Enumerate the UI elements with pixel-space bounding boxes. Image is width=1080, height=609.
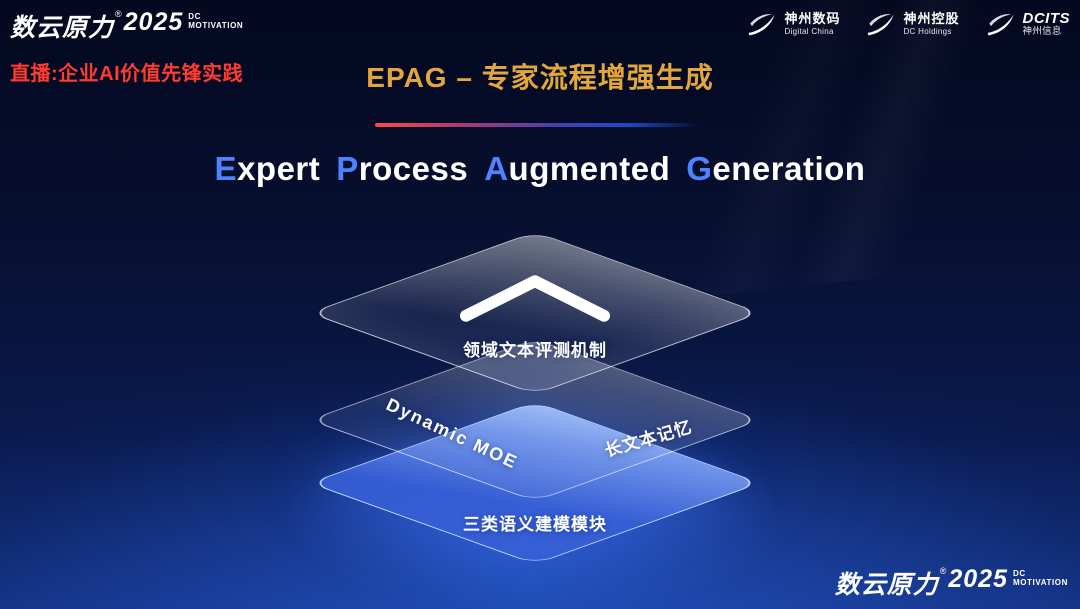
brand-name: 数云原力: [10, 14, 115, 42]
brand-sub-dc: DC: [188, 12, 202, 21]
page-title: EPAG – 专家流程增强生成: [366, 62, 714, 93]
brand-logo-top-left: 数云原力 ® 2025 DC MOTIVATION: [10, 8, 243, 44]
dc-holdings-swoosh-icon: [866, 11, 896, 38]
subtitle-word: Process: [336, 150, 469, 187]
partner-subname: Digital China: [784, 26, 834, 36]
brand-sub-motivation: MOTIVATION: [188, 21, 244, 31]
brand-sub-dc: DC: [1012, 569, 1026, 578]
brand-subtitle: DC MOTIVATION: [1013, 569, 1068, 587]
subtitle-word: Generation: [686, 150, 866, 187]
partner-digital-china: 神州数码 Digital China: [747, 11, 840, 38]
subtitle: Expert Process Augmented Generation: [215, 150, 866, 188]
digital-china-swoosh-icon: [747, 11, 777, 38]
brand-year: 2025: [123, 8, 184, 36]
partner-logos: 神州数码 Digital China 神州控股 DC Holdings: [747, 10, 1070, 38]
subtitle-word: Augmented: [484, 150, 671, 187]
layer-bottom-label: 三类语义建模模块: [463, 515, 607, 534]
brand-name: 数云原力: [834, 571, 939, 599]
partner-name: 神州数码: [784, 11, 841, 27]
brand-logo-bottom-right: 数云原力 ® 2025 DC MOTIVATION: [835, 565, 1068, 601]
live-label: 直播:企业AI价值先锋实践: [10, 63, 244, 85]
partner-subname: 神州信息: [1022, 26, 1062, 38]
partner-dc-holdings: 神州控股 DC Holdings: [866, 11, 959, 38]
partner-name: DCITS: [1022, 10, 1070, 27]
partner-dcits: DCITS 神州信息: [986, 10, 1071, 38]
partner-name: 神州控股: [903, 11, 960, 27]
subtitle-word: Expert: [214, 150, 321, 187]
dcits-swoosh-icon: [986, 11, 1016, 38]
chevron-up-icon: [459, 275, 611, 322]
brand-registered-mark: ®: [115, 9, 122, 19]
brand-registered-mark: ®: [939, 566, 947, 576]
gradient-divider: [375, 123, 700, 127]
brand-sub-motivation: MOTIVATION: [1012, 578, 1068, 588]
brand-subtitle: DC MOTIVATION: [188, 12, 243, 30]
partner-subname: DC Holdings: [903, 26, 952, 36]
layer-top-label: 领域文本评测机制: [463, 341, 607, 360]
brand-year: 2025: [948, 565, 1008, 593]
